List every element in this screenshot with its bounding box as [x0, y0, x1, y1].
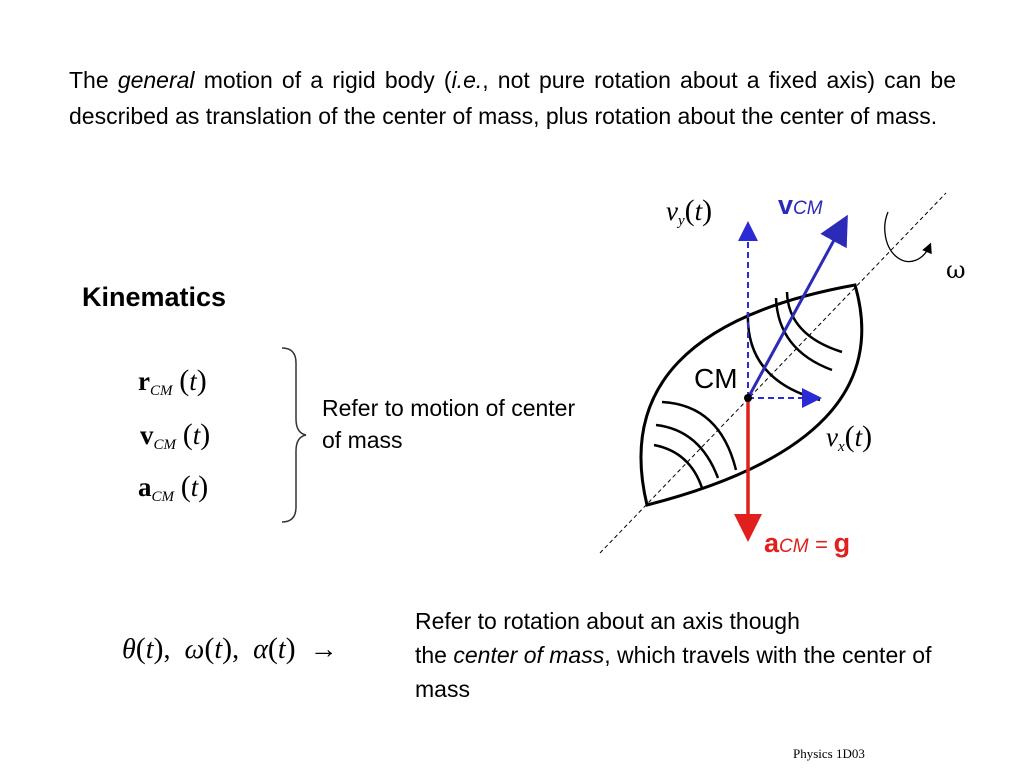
- a-cm-equation: aCM (t): [138, 470, 209, 505]
- footer-course: Physics 1D03: [793, 746, 865, 761]
- vx-label: vx(t): [826, 420, 873, 455]
- acm-sub: CM: [779, 536, 809, 557]
- theta-lparen: (: [135, 632, 146, 665]
- rotation-arrow: [884, 211, 932, 263]
- alpha-symbol: α: [253, 634, 268, 665]
- intro-text-3: , not pure rotation about a fixed axis) …: [69, 67, 957, 129]
- a-lparen: (: [180, 470, 191, 503]
- stitch-upper-2: [774, 297, 833, 372]
- a-sub: CM: [151, 489, 175, 505]
- theta-rparen: ): [153, 632, 164, 665]
- v-rparen: ): [200, 418, 211, 451]
- intro-text-2: motion of a rigid body (: [194, 67, 452, 93]
- vx-lparen: (: [844, 420, 855, 453]
- stitch-lower-1: [661, 400, 738, 471]
- vcm-arrow: [746, 214, 848, 399]
- curly-brace: [281, 347, 307, 523]
- vy-arg: t: [694, 196, 703, 226]
- football-outline: [639, 283, 864, 507]
- kinematics-heading: Kinematics: [82, 282, 227, 312]
- acm-symbol: a: [764, 528, 780, 558]
- omega-arg: t: [214, 634, 223, 665]
- a-arg: t: [190, 472, 199, 502]
- vx-symbol: v: [826, 422, 838, 452]
- r-rparen: ): [196, 364, 207, 397]
- v-cm-equation: vCM (t): [140, 418, 211, 453]
- refer-cm-text: Refer to motion of center of mass: [322, 395, 576, 453]
- rotation-axis: [599, 192, 947, 554]
- vy-sub: y: [677, 213, 685, 229]
- stitch-upper-3: [746, 311, 821, 402]
- refer-rot-cm-italic: center of mass: [453, 642, 605, 668]
- intro-paragraph: The general motion of a rigid body (i.e.…: [69, 62, 956, 134]
- stitch-upper-1: [785, 291, 843, 354]
- r-lparen: (: [179, 364, 190, 397]
- vy-label: vy(t): [666, 194, 713, 229]
- r-cm-equation: rCM (t): [138, 364, 207, 399]
- vcm-symbol: v: [778, 190, 794, 220]
- stitch-lower-2: [655, 423, 720, 479]
- vx-rparen: ): [862, 420, 873, 453]
- theta-arg: t: [145, 634, 154, 665]
- alpha-arg: t: [277, 634, 286, 665]
- vy-symbol: v: [666, 196, 678, 226]
- intro-ie: i.e.: [451, 67, 483, 93]
- v-arg: t: [192, 420, 201, 450]
- vx-arg: t: [854, 422, 863, 452]
- cm-label: CM: [694, 363, 738, 394]
- acm-label: aCM = g: [764, 528, 850, 559]
- arrow-symbol: →: [309, 634, 338, 665]
- theta-symbol: θ: [122, 634, 136, 665]
- r-sub: CM: [149, 383, 173, 399]
- vcm-sub: CM: [793, 198, 823, 219]
- refer-rot-rest: , which travels with the center of mass: [415, 642, 932, 702]
- acm-eq: =: [808, 532, 834, 557]
- refer-rotation-text: Refer to rotation about an axis though t…: [415, 604, 975, 706]
- r-arg: t: [189, 366, 197, 396]
- v-symbol: v: [140, 420, 154, 450]
- vy-lparen: (: [684, 194, 695, 227]
- cm-point: [744, 394, 752, 402]
- a-symbol: a: [138, 472, 152, 502]
- vcm-label: vCM: [778, 190, 823, 221]
- r-symbol: r: [138, 366, 150, 396]
- acm-g: g: [833, 528, 851, 558]
- stitch-lower-3: [653, 443, 704, 489]
- refer-rot-the: the: [415, 642, 454, 668]
- omega-symbol: ω: [184, 634, 205, 665]
- omega-label: ω: [946, 256, 966, 284]
- vy-rparen: ): [702, 194, 713, 227]
- alpha-lparen: (: [267, 632, 278, 665]
- v-sub: CM: [153, 437, 177, 453]
- intro-text-1: The: [69, 67, 118, 93]
- vx-sub: x: [837, 439, 845, 455]
- alpha-rparen: ): [285, 632, 296, 665]
- intro-general: general: [117, 67, 195, 93]
- rotation-variables: θ(t), ω(t), α(t) →: [122, 632, 338, 665]
- omega-rparen: ): [222, 632, 233, 665]
- omega-lparen: (: [204, 632, 215, 665]
- refer-rot-line1: Refer to rotation about an axis though: [415, 608, 800, 634]
- a-rparen: ): [198, 470, 209, 503]
- v-lparen: (: [182, 418, 193, 451]
